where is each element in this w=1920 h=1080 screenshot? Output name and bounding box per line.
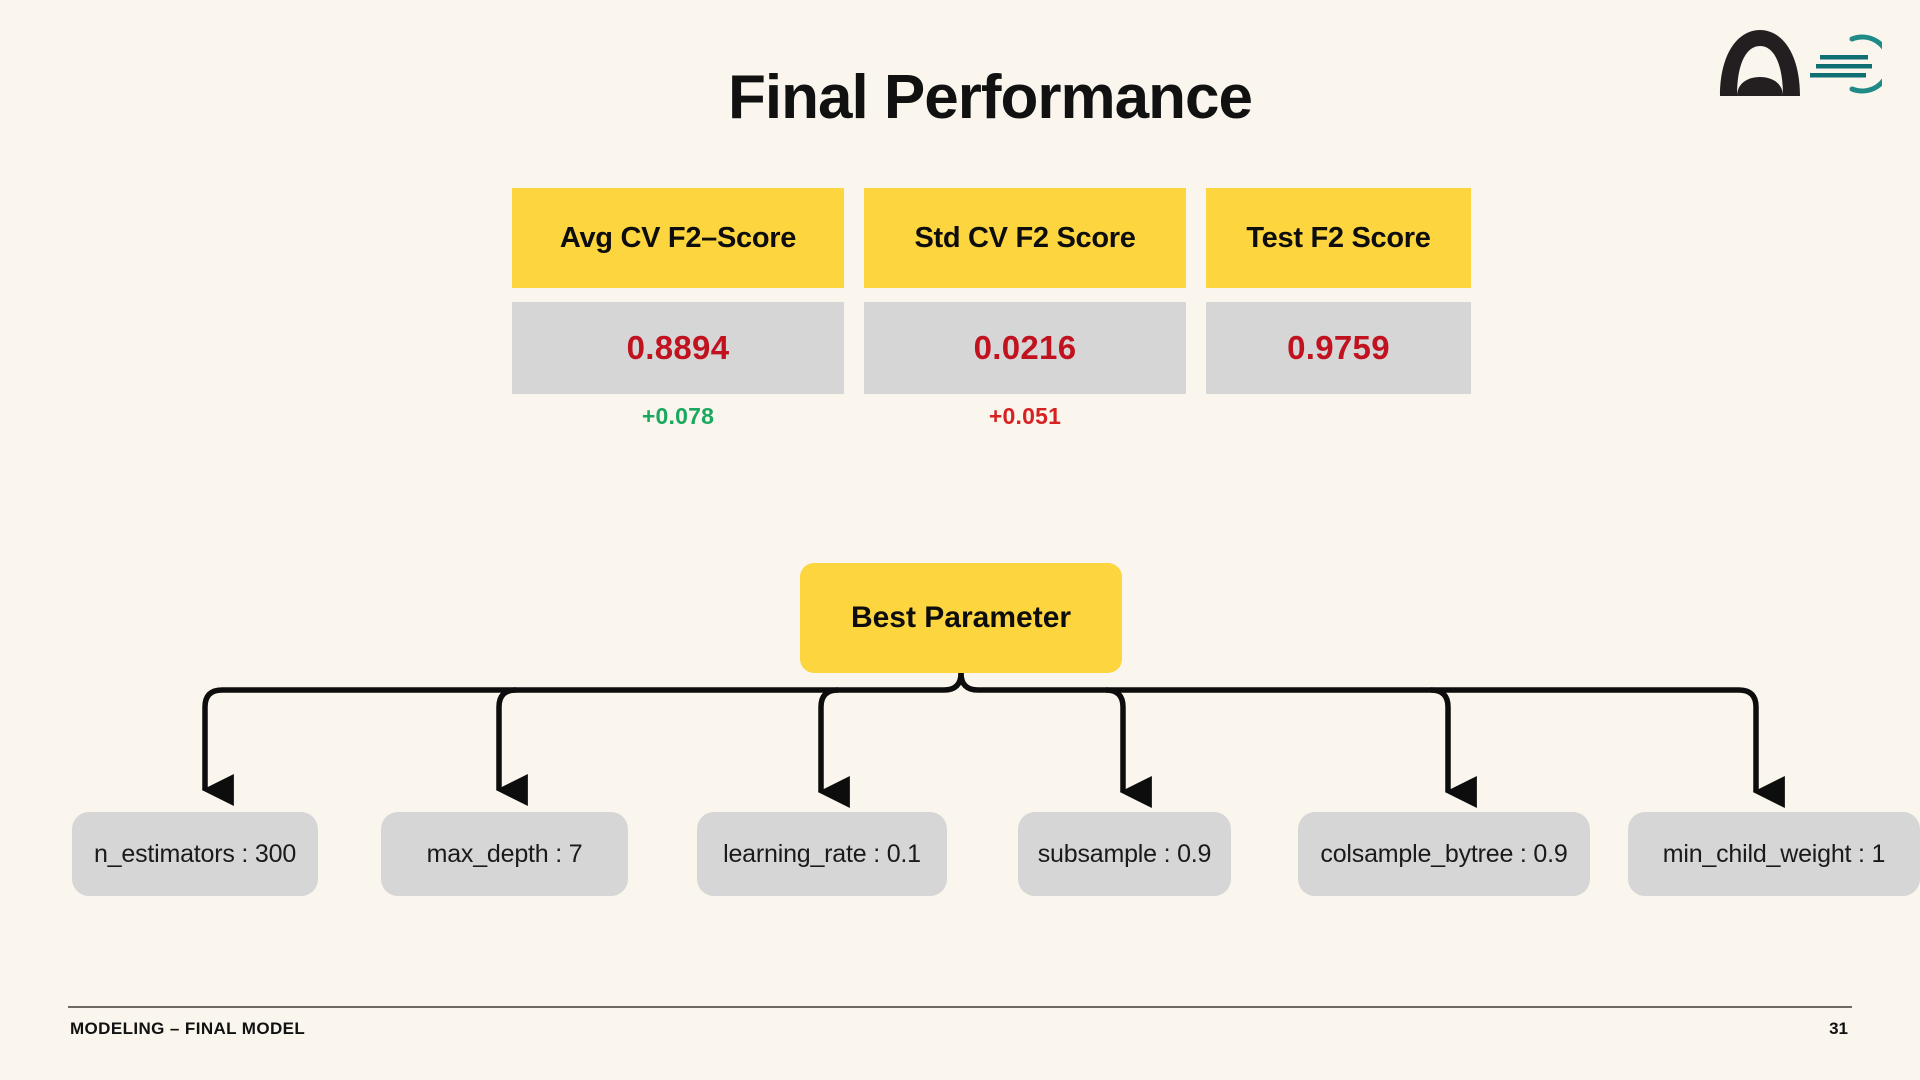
leaf-label: max_depth : 7 [426, 839, 583, 868]
leaf-label: min_child_weight : 1 [1662, 839, 1886, 868]
leaf-label: colsample_bytree : 0.9 [1320, 839, 1568, 868]
metric-card-test-f2-score: Test F2 Score 0.9759 [1206, 188, 1471, 431]
tree-leaf-learning-rate[interactable]: learning_rate : 0.1 [697, 812, 947, 896]
footer-page-number: 31 [1829, 1019, 1848, 1038]
metric-header: Avg CV F2–Score [512, 188, 844, 288]
metric-header: Test F2 Score [1206, 188, 1471, 288]
metric-value: 0.0216 [864, 302, 1186, 394]
tree-leaf-min-child-weight[interactable]: min_child_weight : 1 [1628, 812, 1920, 896]
footer-section-label: MODELING – FINAL MODEL [70, 1019, 306, 1038]
metric-delta [1206, 403, 1471, 431]
tree-leaf-max-depth[interactable]: max_depth : 7 [381, 812, 628, 896]
footer-divider [68, 1006, 1852, 1008]
leaf-label: n_estimators : 300 [93, 839, 297, 868]
tree-root-label: Best Parameter [850, 601, 1072, 634]
tree-leaf-n-estimators[interactable]: n_estimators : 300 [72, 812, 318, 896]
page-title: Final Performance [728, 63, 1253, 132]
metric-delta: +0.051 [988, 403, 1062, 429]
leaf-label: learning_rate : 0.1 [723, 839, 921, 868]
tree-leaf-colsample-bytree[interactable]: colsample_bytree : 0.9 [1298, 812, 1590, 896]
metric-delta: +0.078 [641, 403, 715, 429]
tree-leaf-subsample[interactable]: subsample : 0.9 [1018, 812, 1231, 896]
leaf-label: subsample : 0.9 [1037, 839, 1212, 868]
best-parameter-tree: Best Parameter n_estimators : 300 max_de… [0, 540, 1920, 960]
metric-value: 0.8894 [512, 302, 844, 394]
metric-card-std-cv-f2-score: Std CV F2 Score 0.0216 +0.051 [864, 188, 1186, 431]
metric-card-avg-cv-f2-score: Avg CV F2–Score 0.8894 +0.078 [512, 188, 844, 431]
brand-logo [1712, 22, 1892, 102]
metric-header: Std CV F2 Score [864, 188, 1186, 288]
metrics-row: Avg CV F2–Score 0.8894 +0.078 Std CV F2 … [512, 188, 1471, 431]
metric-value: 0.9759 [1206, 302, 1471, 394]
tree-root-best-parameter[interactable]: Best Parameter [800, 563, 1122, 673]
